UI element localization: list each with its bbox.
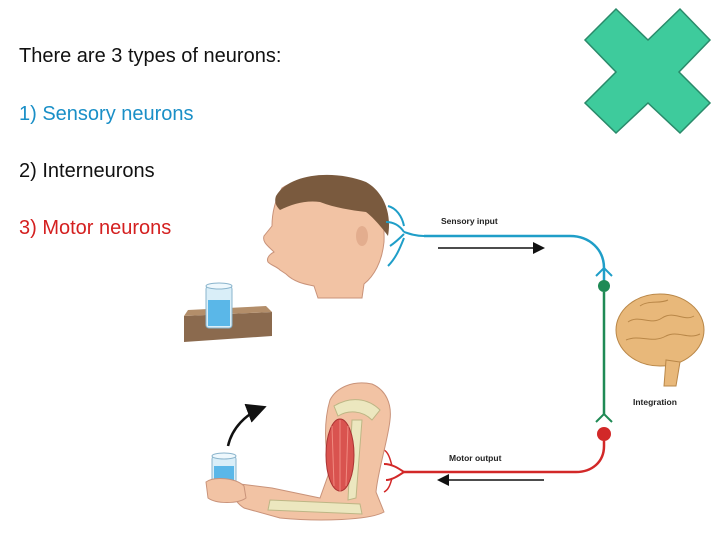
motor-output-label: Motor output <box>449 453 501 463</box>
head-image <box>264 175 389 298</box>
integration-label: Integration <box>633 397 677 407</box>
hand-glass-image <box>206 453 246 503</box>
sensory-nerve-endings <box>386 206 424 266</box>
sensory-input-label: Sensory input <box>441 216 498 226</box>
water-glass-image <box>184 283 272 342</box>
interneuron <box>596 280 612 422</box>
sensory-pathway <box>424 236 604 284</box>
brain-image <box>616 294 704 386</box>
close-x-icon[interactable] <box>585 9 710 133</box>
motion-arrow <box>228 408 262 446</box>
arm-image <box>234 383 391 520</box>
